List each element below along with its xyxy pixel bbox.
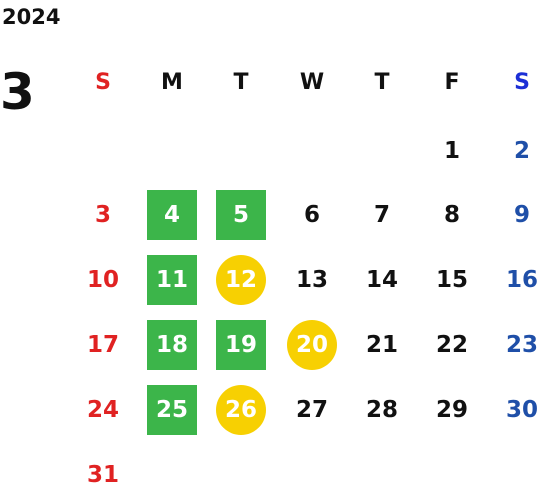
calendar-day[interactable]: 28 bbox=[365, 397, 398, 423]
calendar-day[interactable]: 19 bbox=[216, 320, 266, 370]
calendar-day[interactable]: 27 bbox=[295, 397, 328, 423]
calendar-day[interactable]: 15 bbox=[435, 267, 468, 293]
calendar-day[interactable]: 16 bbox=[505, 267, 538, 293]
calendar-day[interactable]: 18 bbox=[147, 320, 197, 370]
calendar-day[interactable]: 6 bbox=[303, 202, 320, 228]
weekday-header: T bbox=[374, 69, 390, 95]
weekday-header: M bbox=[161, 69, 183, 95]
calendar-day[interactable]: 9 bbox=[513, 202, 530, 228]
calendar-day[interactable]: 14 bbox=[365, 267, 398, 293]
calendar-day[interactable]: 26 bbox=[216, 385, 266, 435]
calendar-day[interactable]: 3 bbox=[94, 202, 111, 228]
calendar-day[interactable]: 7 bbox=[373, 202, 390, 228]
weekday-header: S bbox=[95, 69, 111, 95]
calendar-day[interactable]: 8 bbox=[443, 202, 460, 228]
weekday-header: W bbox=[299, 69, 325, 95]
calendar-day[interactable]: 2 bbox=[513, 138, 530, 164]
calendar-day[interactable]: 31 bbox=[86, 462, 119, 488]
weekday-header: F bbox=[444, 69, 460, 95]
calendar-day[interactable]: 11 bbox=[147, 255, 197, 305]
calendar-day[interactable]: 1 bbox=[443, 138, 460, 164]
weekday-header: S bbox=[514, 69, 530, 95]
calendar-day[interactable]: 21 bbox=[365, 332, 398, 358]
calendar-day[interactable]: 10 bbox=[86, 267, 119, 293]
calendar-day[interactable]: 4 bbox=[147, 190, 197, 240]
calendar-day[interactable]: 13 bbox=[295, 267, 328, 293]
calendar-day[interactable]: 12 bbox=[216, 255, 266, 305]
calendar-day[interactable]: 25 bbox=[147, 385, 197, 435]
calendar-year: 2024 bbox=[2, 5, 61, 29]
calendar-day[interactable]: 5 bbox=[216, 190, 266, 240]
calendar-day[interactable]: 30 bbox=[505, 397, 538, 423]
calendar-day[interactable]: 24 bbox=[86, 397, 119, 423]
calendar-day[interactable]: 29 bbox=[435, 397, 468, 423]
calendar-day[interactable]: 17 bbox=[86, 332, 119, 358]
calendar-day[interactable]: 22 bbox=[435, 332, 468, 358]
weekday-header: T bbox=[233, 69, 249, 95]
calendar-month: 3 bbox=[0, 63, 35, 121]
calendar-day[interactable]: 20 bbox=[287, 320, 337, 370]
calendar-day[interactable]: 23 bbox=[505, 332, 538, 358]
